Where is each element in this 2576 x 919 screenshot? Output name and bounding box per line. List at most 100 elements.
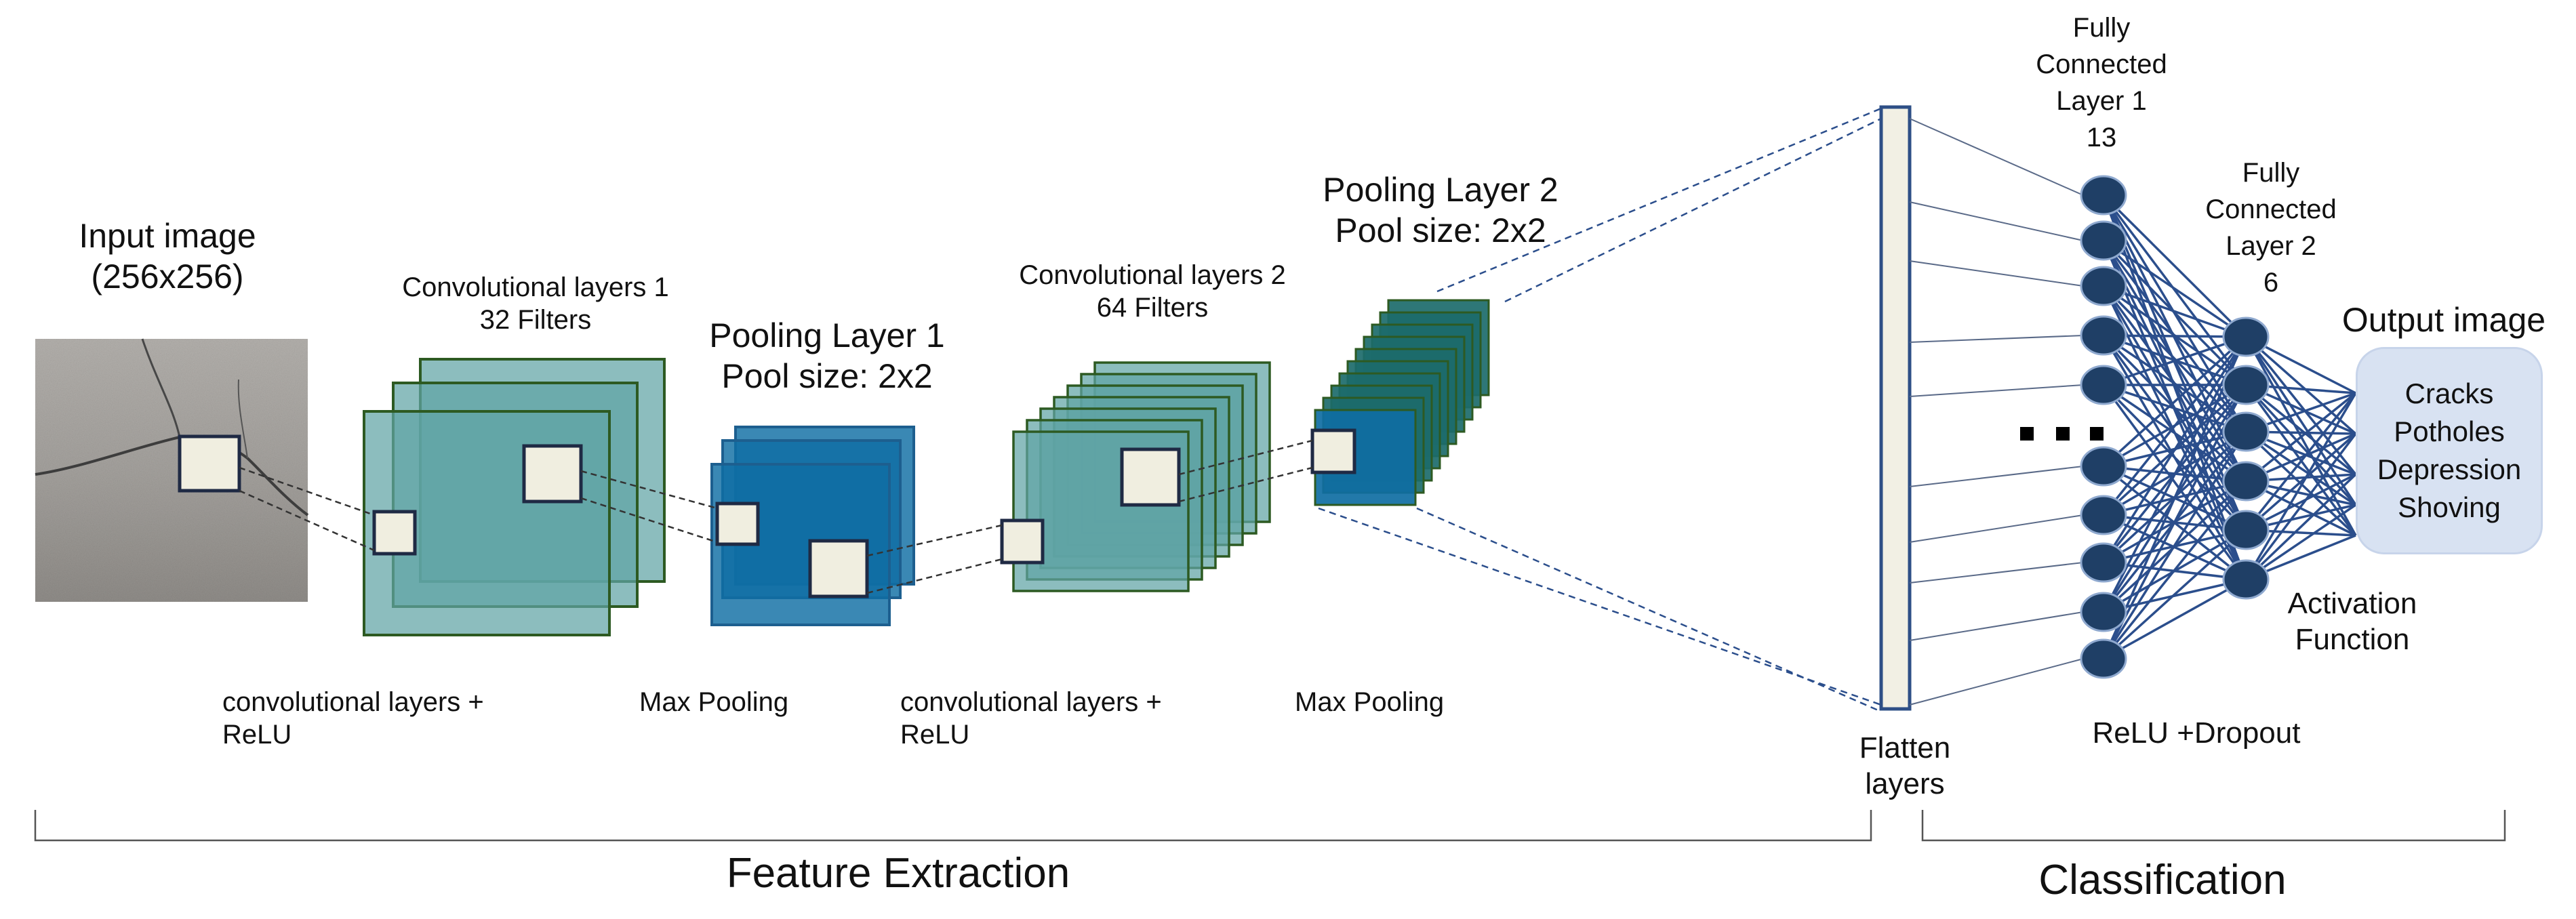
fc1-to-fc2-edge [2102, 384, 2247, 581]
pool1-caption-text: Max Pooling [639, 687, 789, 717]
conv1-stack [363, 358, 666, 636]
pool1-title-text: Pooling Layer 1 [709, 316, 945, 354]
fc2-to-output-edge [2245, 335, 2357, 476]
fc2-title: Fully Connected Layer 2 6 [2176, 155, 2366, 301]
fc1-to-fc2-edge [2102, 384, 2247, 659]
input-title-text: Input image [79, 217, 256, 255]
fc2-to-output-edge [2245, 432, 2357, 581]
feature-extraction-text: Feature Extraction [726, 850, 1070, 897]
fc1-neuron [2080, 315, 2127, 356]
feature-extraction-brace [34, 810, 1872, 842]
pool1-caption: Max Pooling [639, 686, 843, 718]
output-class-potholes: Potholes [2394, 415, 2505, 448]
fc1-to-fc2-edge [2102, 384, 2247, 531]
input-image-title: Input image (256x256) [56, 216, 279, 297]
flatten-line2: layers [1865, 767, 1945, 800]
fc1-neuron [2080, 365, 2127, 405]
classification-text: Classification [2038, 857, 2287, 903]
fc1-neuron [2080, 542, 2127, 583]
flatten-projection-lines [1318, 107, 1882, 713]
input-kernel [178, 434, 241, 493]
output-title: Output image [2318, 300, 2569, 340]
conv1-caption: convolutional layers + ReLU [222, 686, 534, 751]
fc1-neuron [2080, 220, 2127, 261]
pool2-stack [1314, 299, 1490, 506]
fc1-to-fc2-edge [2102, 336, 2247, 659]
fc1-to-fc2-edge [2102, 335, 2247, 516]
relu-dropout-label: ReLU +Dropout [2054, 716, 2339, 752]
flatten-layer [1879, 105, 1912, 711]
fc1-to-fc2-edge [2102, 239, 2247, 386]
fc1-to-fc2-edge [2103, 239, 2247, 338]
conv2-kernel-small [1000, 518, 1045, 565]
pool1-title: Pooling Layer 1 Pool size: 2x2 [678, 315, 976, 396]
conv2-caption-line2: ReLU [900, 720, 970, 750]
flatten-line1: Flatten [1859, 731, 1951, 764]
output-class-depression: Depression [2377, 453, 2522, 485]
fc2-line2: Connected [2205, 195, 2337, 224]
fc1-neuron [2080, 446, 2127, 487]
fc1-neuron [2080, 638, 2127, 679]
fc2-neuron [2222, 316, 2270, 357]
fc2-neuron [2222, 510, 2270, 550]
fc1-to-fc2-edge [2102, 480, 2247, 660]
flatten-to-fc1-edge [1909, 384, 2084, 397]
pool2-caption-text: Max Pooling [1295, 687, 1445, 717]
pool2-size-text: Pool size: 2x2 [1335, 211, 1546, 249]
fc2-to-output-edge [2245, 392, 2357, 531]
flatten-to-fc1-edge [1909, 514, 2084, 543]
flatten-caption: Flatten layers [1817, 731, 1993, 802]
fc2-to-output-edge [2245, 392, 2357, 483]
fc1-to-fc2-edge [2103, 335, 2247, 386]
fc-edges [1909, 118, 2357, 706]
fc1-line1: Fully [2072, 13, 2131, 43]
fc1-units: 13 [2086, 123, 2117, 152]
fc1-neuron [2080, 495, 2127, 535]
input-size-text: (256x256) [91, 258, 244, 295]
classification-label: Classification [1979, 855, 2346, 905]
conv2-kernel-large [1120, 447, 1181, 507]
output-classes-box: Cracks Potholes Depression Shoving [2356, 347, 2543, 554]
fc1-to-fc2-edge [2102, 195, 2247, 482]
conv2-caption-line1: convolutional layers + [900, 687, 1162, 717]
conv2-caption: convolutional layers + ReLU [900, 686, 1212, 751]
fc1-to-fc2-edge [2103, 334, 2247, 338]
pool1-size-text: Pool size: 2x2 [721, 357, 933, 395]
flatten-to-fc1-edge [1909, 335, 2084, 343]
conv1-title: Convolutional layers 1 32 Filters [380, 271, 691, 336]
classification-brace [1921, 810, 2506, 842]
flatten-to-fc1-edge [1909, 118, 2084, 196]
output-title-text: Output image [2341, 301, 2546, 339]
conv2-title-text: Convolutional layers 2 [1019, 260, 1286, 290]
flatten-to-fc1-edge [1909, 466, 2084, 487]
fc2-to-output-edge [2245, 392, 2357, 580]
fc2-neuron [2222, 559, 2270, 600]
activation-label: Activation Function [2257, 586, 2447, 658]
output-class-shoving: Shoving [2398, 491, 2501, 523]
activation-line2: Function [2295, 622, 2410, 656]
ellipsis-dots [2020, 427, 2104, 441]
conv1-kernel-large [522, 444, 583, 504]
fc2-line3: Layer 2 [2226, 231, 2316, 261]
output-class-cracks: Cracks [2404, 377, 2494, 410]
pool1-kernel-large [808, 539, 869, 598]
fc2-neuron [2222, 411, 2270, 452]
fc2-neuron [2222, 365, 2270, 405]
fc1-to-fc2-edge [2102, 431, 2247, 659]
conv2-title: Convolutional layers 2 64 Filters [997, 259, 1308, 324]
fc1-neuron [2080, 175, 2127, 216]
flatten-to-fc1-edge [1909, 201, 2084, 241]
fc2-units: 6 [2263, 268, 2279, 298]
fc2-line1: Fully [2242, 158, 2300, 188]
fc1-to-fc2-edge [2103, 384, 2247, 483]
conv1-kernel-small [372, 510, 417, 556]
flatten-to-fc1-edge [1909, 611, 2084, 641]
fc1-to-fc2-edge [2102, 335, 2247, 468]
conv2-filters-text: 64 Filters [1096, 293, 1209, 323]
conv1-filters-text: 32 Filters [479, 305, 592, 335]
fc1-to-fc2-edge [2102, 336, 2247, 613]
fc1-neuron [2080, 592, 2127, 632]
pool2-title-text: Pooling Layer 2 [1323, 171, 1558, 209]
fc2-neuron [2222, 461, 2270, 502]
fc1-to-fc2-edge [2102, 336, 2247, 563]
